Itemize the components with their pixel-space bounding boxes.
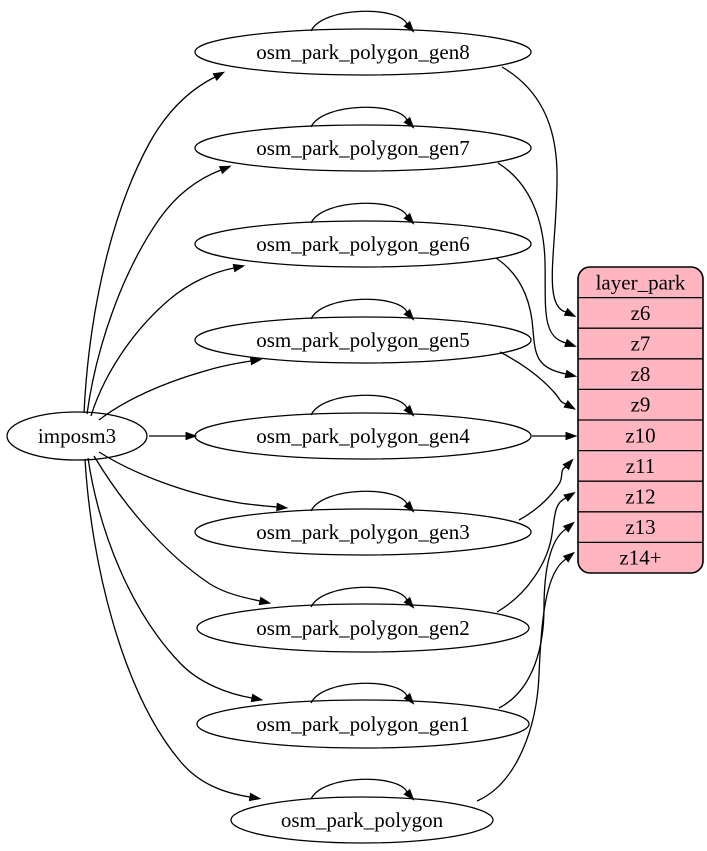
arrowhead — [564, 369, 578, 379]
node-osm_park_polygon_gen1 — [196, 699, 530, 749]
edge-imposm3-to-osm_park_polygon — [84, 458, 251, 798]
node-osm_park_polygon_gen2 — [196, 603, 530, 653]
record-row-z6: z6 — [631, 301, 651, 325]
edge-osm_park_polygon_gen6-to-z8 — [495, 257, 567, 375]
arrowhead — [276, 502, 289, 512]
record-row-z14+: z14+ — [619, 546, 661, 570]
edge-osm_park_polygon_gen7-to-z7 — [497, 162, 567, 344]
arrowhead — [562, 458, 574, 471]
edge-selfloop-osm_park_polygon_gen2 — [310, 586, 408, 608]
node-osm_park_polygon_gen7 — [194, 124, 532, 172]
arrowhead — [403, 404, 415, 417]
node-osm_park_polygon_gen5 — [194, 316, 532, 364]
node-label-osm_park_polygon_gen6: osm_park_polygon_gen6 — [256, 232, 469, 256]
record-header: layer_park — [596, 270, 686, 294]
arrowhead — [564, 338, 577, 347]
arrowhead — [249, 356, 263, 366]
node-label-osm_park_polygon_gen8: osm_park_polygon_gen8 — [256, 40, 469, 64]
arrowhead — [403, 308, 415, 321]
edge-selfloop-osm_park_polygon_gen4 — [310, 394, 408, 416]
edge-imposm3-to-osm_park_polygon_gen3 — [98, 451, 278, 508]
edge-osm_park_polygon-to-z14+ — [476, 558, 567, 802]
arrowhead — [212, 71, 226, 82]
edge-imposm3-to-osm_park_polygon_gen6 — [90, 267, 235, 417]
arrowhead — [403, 500, 415, 513]
edge-imposm3-to-osm_park_polygon_gen1 — [87, 457, 253, 699]
arrowhead — [403, 20, 415, 33]
arrowhead — [185, 431, 198, 441]
node-label-osm_park_polygon_gen2: osm_park_polygon_gen2 — [256, 616, 469, 640]
arrowhead — [232, 263, 246, 273]
node-label-osm_park_polygon_gen5: osm_park_polygon_gen5 — [256, 328, 469, 352]
node-label-osm_park_polygon_gen3: osm_park_polygon_gen3 — [256, 520, 469, 544]
arrowhead — [562, 521, 575, 533]
arrowhead — [403, 596, 415, 609]
edge-osm_park_polygon_gen3-to-z11 — [518, 466, 567, 521]
node-osm_park_polygon_gen6 — [194, 220, 532, 268]
node-imposm3 — [6, 411, 148, 461]
arrowhead — [563, 400, 576, 410]
node-osm_park_polygon_gen3 — [194, 508, 532, 556]
edge-imposm3-to-osm_park_polygon_gen5 — [98, 360, 252, 421]
arrowhead — [403, 212, 415, 225]
arrowhead — [562, 551, 575, 563]
arrowhead — [218, 165, 232, 175]
node-label-osm_park_polygon_gen1: osm_park_polygon_gen1 — [256, 712, 469, 736]
edge-imposm3-to-osm_park_polygon_gen8 — [83, 76, 216, 414]
edge-selfloop-osm_park_polygon_gen5 — [310, 298, 408, 320]
edge-selfloop-osm_park_polygon_gen1 — [310, 682, 408, 704]
arrowhead — [403, 116, 415, 129]
arrowhead — [403, 788, 415, 801]
record-row-z9: z9 — [631, 393, 651, 417]
edge-selfloop-osm_park_polygon_gen8 — [310, 10, 408, 32]
node-osm_park_polygon — [230, 796, 494, 844]
node-label-osm_park_polygon: osm_park_polygon — [281, 808, 444, 832]
edge-osm_park_polygon_gen8-to-z6 — [501, 66, 567, 313]
record-row-z7: z7 — [631, 332, 651, 356]
arrowhead — [258, 596, 272, 606]
arrowhead — [250, 693, 264, 703]
arrowhead — [403, 692, 415, 705]
record-row-z12: z12 — [625, 485, 655, 509]
arrowhead — [565, 431, 578, 441]
edge-selfloop-osm_park_polygon_gen7 — [310, 106, 408, 128]
edge-osm_park_polygon_gen2-to-z12 — [496, 497, 567, 613]
edge-selfloop-osm_park_polygon — [310, 778, 408, 800]
node-label-osm_park_polygon_gen7: osm_park_polygon_gen7 — [256, 136, 469, 160]
record-row-z10: z10 — [625, 423, 655, 447]
node-osm_park_polygon_gen8 — [194, 28, 532, 76]
record-row-z13: z13 — [625, 515, 655, 539]
edge-selfloop-osm_park_polygon_gen6 — [310, 202, 408, 224]
arrowhead — [248, 792, 262, 802]
record-row-z11: z11 — [626, 454, 656, 478]
edge-selfloop-osm_park_polygon_gen3 — [310, 490, 408, 512]
node-label-imposm3: imposm3 — [38, 424, 116, 448]
record-row-z8: z8 — [631, 362, 651, 386]
edge-osm_park_polygon_gen5-to-z9 — [499, 351, 567, 405]
edge-imposm3-to-osm_park_polygon_gen2 — [93, 455, 261, 602]
node-label-osm_park_polygon_gen4: osm_park_polygon_gen4 — [256, 424, 470, 448]
arrowhead — [563, 491, 576, 502]
edge-imposm3-to-osm_park_polygon_gen7 — [86, 169, 222, 415]
arrowhead — [563, 307, 577, 318]
